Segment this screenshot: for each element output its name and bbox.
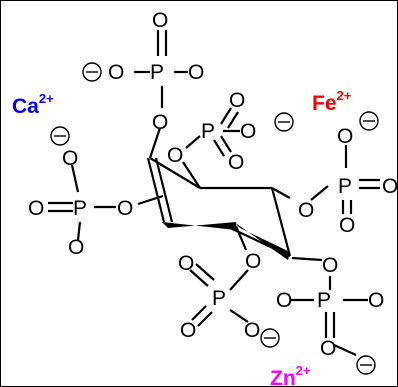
phosphorus-label: P	[317, 289, 331, 312]
negative-charge-icon	[356, 355, 376, 375]
bonds	[48, 30, 380, 357]
phosphorus-label: P	[150, 61, 164, 84]
oxygen-label: O	[298, 199, 314, 222]
oxygen-label: O	[368, 289, 384, 312]
calcium-ion-label: Ca2+	[12, 91, 54, 118]
zinc-ion-label: Zn2+	[270, 363, 311, 387]
oxygen-label: O	[117, 197, 133, 220]
oxygen-label: O	[228, 151, 244, 174]
oxygen-label: O	[382, 175, 398, 198]
phosphorus-label: P	[338, 175, 352, 198]
negative-charge-icon	[274, 112, 294, 132]
oxygen-label: O	[188, 61, 204, 84]
oxygen-label: O	[244, 319, 260, 342]
negative-charge-icon	[260, 328, 280, 348]
oxygen-label: O	[339, 214, 355, 237]
oxygen-label: O	[28, 197, 44, 220]
wedge-bond-front	[162, 222, 236, 230]
wedge-bond-front-right	[234, 222, 290, 260]
oxygen-label: O	[276, 289, 292, 312]
oxygen-label: O	[322, 254, 338, 277]
negative-charge-icon	[359, 111, 379, 131]
oxygen-label: O	[152, 111, 168, 134]
oxygen-label: O	[180, 319, 196, 342]
oxygen-label: O	[167, 144, 183, 167]
phosphorus-label: P	[212, 287, 226, 310]
phosphorus-label: P	[73, 197, 87, 220]
oxygen-label: O	[68, 236, 84, 259]
atom-labels: O P O O O O P O O O O P O O O O P O O O …	[28, 9, 398, 360]
oxygen-label: O	[245, 250, 261, 273]
oxygen-label: O	[152, 9, 168, 32]
oxygen-label: O	[108, 61, 124, 84]
oxygen-label: O	[337, 125, 353, 148]
negative-charge-icon	[82, 62, 102, 82]
oxygen-label: O	[240, 120, 256, 143]
oxygen-label: O	[229, 89, 245, 112]
phosphorus-label: P	[201, 120, 215, 143]
iron-ion-label: Fe2+	[312, 88, 352, 115]
oxygen-label: O	[62, 147, 78, 170]
oxygen-label: O	[320, 337, 336, 360]
oxygen-label: O	[178, 252, 194, 275]
negative-charge-icon	[50, 126, 70, 146]
